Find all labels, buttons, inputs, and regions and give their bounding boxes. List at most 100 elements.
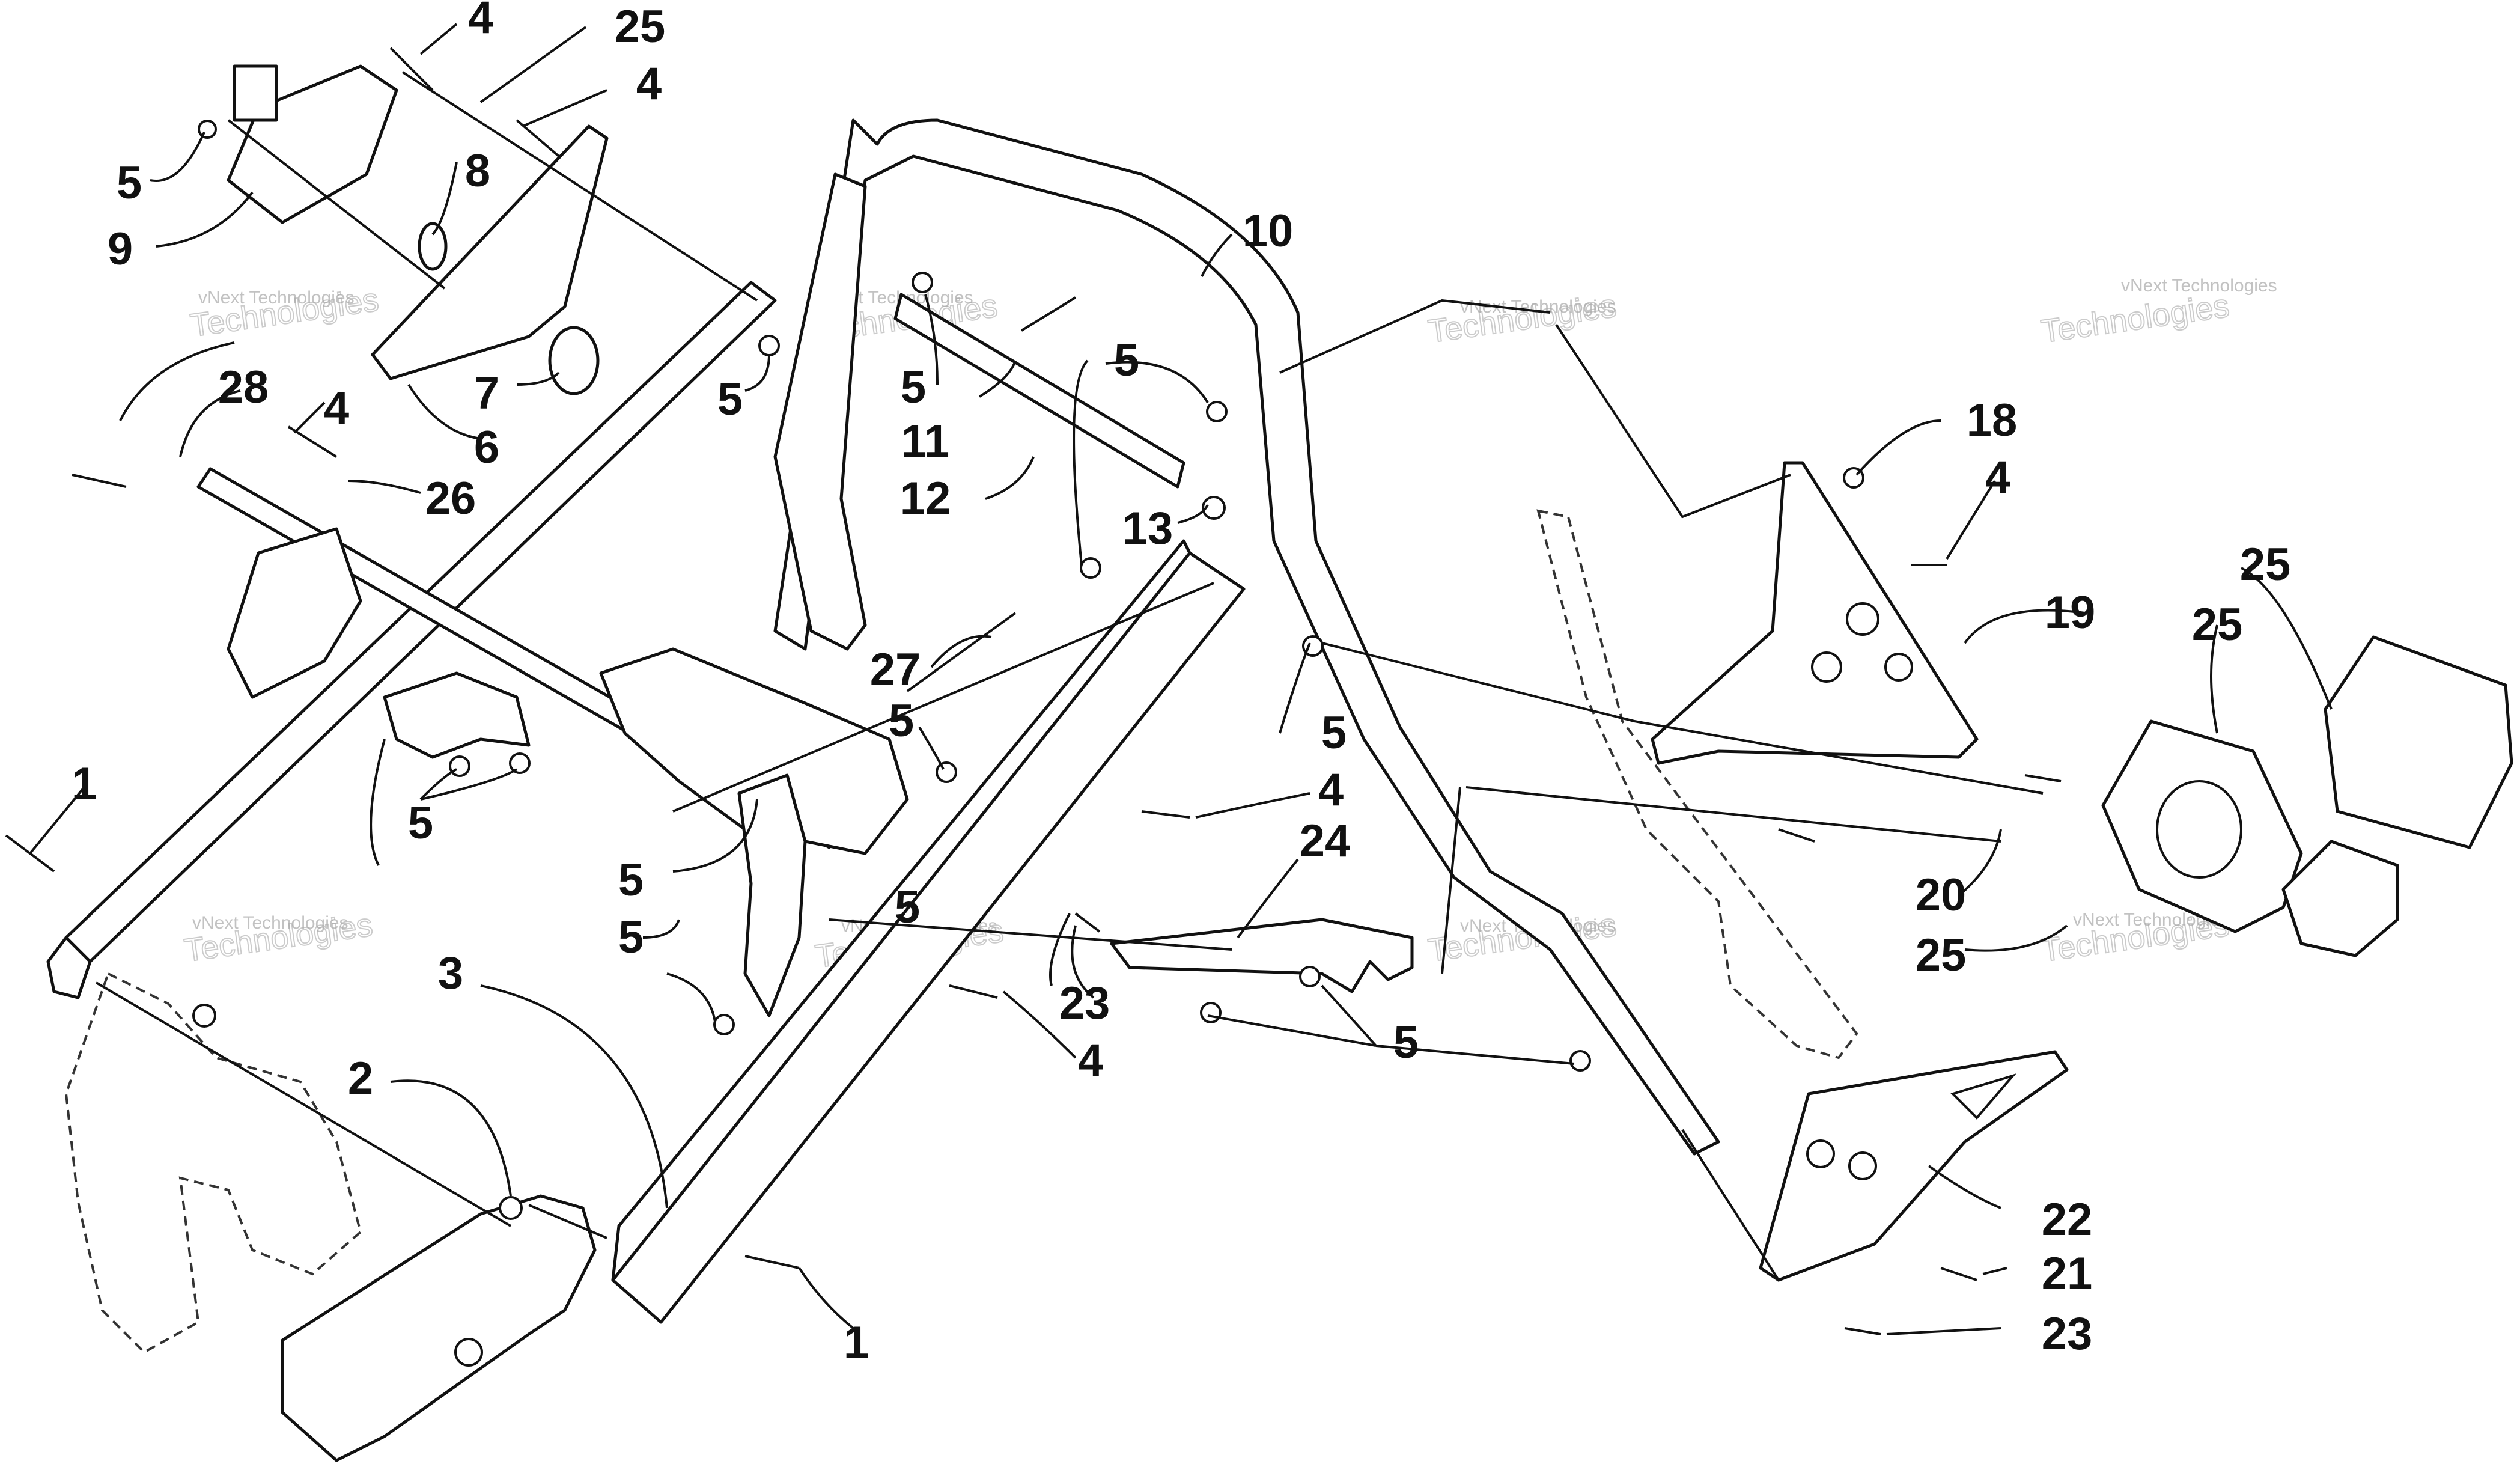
callout-leader [1105,361,1209,404]
plate-hole [1848,1151,1877,1180]
lower-frame-bracket [281,1194,597,1462]
callout-5-rail: 5 [717,374,743,425]
callout-leader [1964,924,2068,952]
callout-4-top: 4 [468,0,493,43]
callout-1-left: 1 [72,758,97,810]
callout-leader [480,984,668,1209]
callout-leader [1886,1327,2001,1335]
callout-leader [924,294,939,385]
callout-5-right: 5 [1321,707,1347,758]
nut-icon [1200,1002,1222,1023]
item-21-cover [1110,918,1414,993]
leader-line [401,71,758,302]
callout-leader [930,635,992,668]
callout-leader [179,389,241,457]
callout-leader [1946,480,1996,560]
callout-24: 25 [1916,930,1967,981]
callout-leader [1071,925,1095,999]
screw-icon [1141,810,1190,819]
screw-icon [1074,912,1101,933]
callout-leader [1237,858,1299,939]
callout-leader [420,768,518,801]
leader-line [1555,323,1791,519]
rear-hoop-outer [773,118,1720,1156]
callout-leader [918,726,945,770]
screw-icon [949,984,998,999]
callout-leader [390,1079,512,1197]
item-12-strap [893,293,1185,489]
callout-25-center: 27 [870,644,921,695]
callout-19: 23 [2042,1308,2093,1359]
item-22-module [2324,635,2513,849]
callout-4-left: 4 [324,383,349,434]
callout-leader [1982,1267,2007,1275]
nut-icon [1299,966,1321,987]
callout-leader [744,354,770,392]
clip-icon [1202,496,1226,520]
callout-leader [407,383,481,440]
callout-1-bottom: 1 [844,1317,869,1368]
callout-leader [1201,233,1233,277]
callout-5-upper-left: 5 [117,157,142,209]
callout-leader [666,972,716,1022]
callout-leaders [29,23,2333,1335]
item-28-bracket [383,671,531,759]
callout-leader [1375,1045,1575,1065]
callout-22: 25 [2240,539,2291,590]
callout-9: 8 [465,145,490,197]
bolt-icon [744,1255,800,1269]
pin-icon [1844,1327,1881,1335]
nut-icon [1206,401,1228,422]
callout-4-lower: 4 [1078,1035,1103,1086]
leader-line [906,612,1017,692]
callout-leader [419,768,457,801]
nut-icon [713,1014,735,1035]
callout-5-bracket: 5 [618,912,644,963]
callout-leader [672,799,758,873]
leader-line [1465,786,2001,843]
callout-2: 2 [348,1053,373,1104]
leader-line [1441,787,1461,974]
callout-leader [370,739,386,866]
left-mount-bracket [227,527,362,699]
callout-21: 24 [1300,816,1351,867]
leader-line [1279,299,1551,374]
callout-leader [522,89,607,127]
watermark-text: vNext Technologies [1460,297,1616,317]
callout-14: 13 [1122,503,1173,554]
callout-leader [1279,642,1311,734]
callout-leader [1073,359,1089,566]
leader-line [672,582,1214,813]
callout-5-left-low: 5 [408,798,433,849]
callout-leader [985,456,1035,500]
callout-leader [1049,913,1071,986]
nut-icon [449,755,470,777]
nut-icon [936,761,957,783]
frame-reference-dashed [64,972,362,1354]
callout-5-bottom: 5 [895,882,920,933]
callout-leader [431,162,458,236]
callout-leader [29,786,85,855]
callout-5-center: 5 [1114,335,1139,386]
callout-leader [516,371,560,386]
seat-support [599,647,909,855]
callout-7: 6 [474,422,499,473]
callout-11: 10 [1243,206,1294,257]
leader-line [95,981,512,1227]
leader-line [1681,1129,1780,1281]
callout-20: 23 [1059,978,1110,1029]
callout-leader [1207,1014,1377,1047]
watermark-text: Technologies [2039,288,2232,350]
callout-5-strap: 5 [901,362,926,413]
leader-line [528,1204,607,1239]
callout-leader [1958,829,2002,897]
item-24-strap [2281,840,2399,957]
plate-hole [1806,1139,1835,1168]
callout-4-mid: 4 [1318,764,1344,816]
callout-leader [119,341,235,421]
screw-icon [1940,1267,1977,1281]
bracket-opening [2156,780,2242,879]
callout-leader [1964,609,2086,644]
callout-12: 11 [901,416,949,467]
